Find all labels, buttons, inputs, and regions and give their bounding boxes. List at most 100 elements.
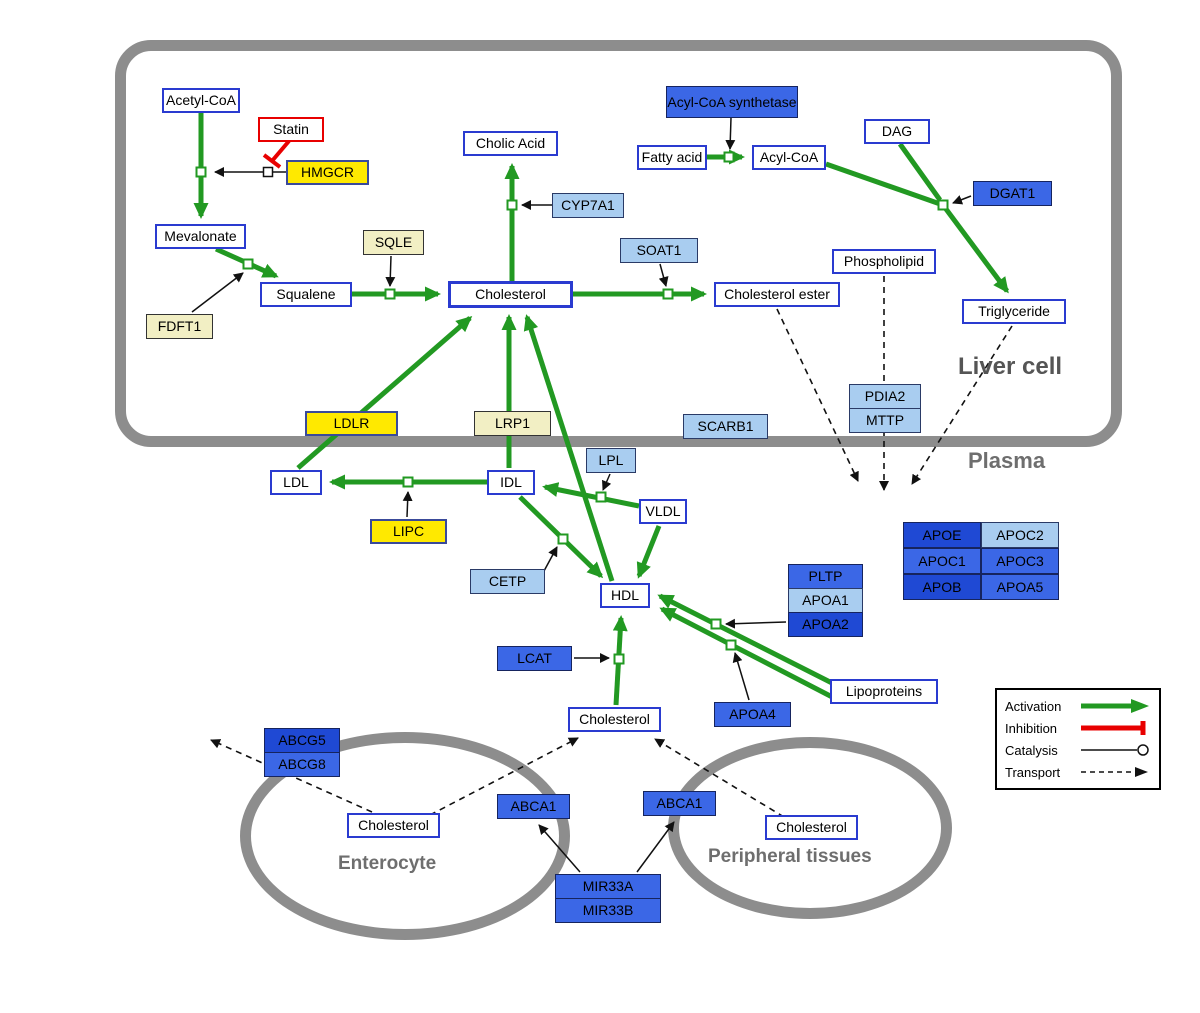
node-cholic-acid[interactable]: Cholic Acid bbox=[463, 131, 558, 156]
legend-transport-label: Transport bbox=[1005, 764, 1061, 780]
node-acyl-coa[interactable]: Acyl-CoA bbox=[752, 145, 826, 170]
node-lipc[interactable]: LIPC bbox=[370, 519, 447, 544]
node-abcg5[interactable]: ABCG5 bbox=[264, 728, 340, 753]
legend-activation-row: Activation bbox=[1005, 696, 1151, 716]
node-hmgcr[interactable]: HMGCR bbox=[286, 160, 369, 185]
node-mttp[interactable]: MTTP bbox=[849, 408, 921, 433]
edge-triglyceride-vldl bbox=[911, 325, 1013, 485]
node-cholesterol-liver[interactable]: Cholesterol bbox=[448, 281, 573, 308]
edge-peripheral-cholesterol-plasma bbox=[654, 738, 785, 818]
node-vldl[interactable]: VLDL bbox=[639, 499, 687, 524]
node-scarb1[interactable]: SCARB1 bbox=[683, 414, 768, 439]
node-fatty-acid[interactable]: Fatty acid bbox=[637, 145, 707, 170]
node-mir33a[interactable]: MIR33A bbox=[555, 874, 661, 899]
legend-inhibition-row: Inhibition bbox=[1005, 718, 1151, 738]
legend-catalysis-label: Catalysis bbox=[1005, 742, 1058, 758]
node-pdia2[interactable]: PDIA2 bbox=[849, 384, 921, 409]
node-sqle[interactable]: SQLE bbox=[363, 230, 424, 255]
node-acetyl-coa[interactable]: Acetyl-CoA bbox=[162, 88, 240, 113]
node-soat1[interactable]: SOAT1 bbox=[620, 238, 698, 263]
node-apoc2[interactable]: APOC2 bbox=[981, 522, 1059, 548]
edge-soat1-catalysis bbox=[658, 263, 669, 287]
node-apoa1[interactable]: APOA1 bbox=[788, 588, 863, 613]
edge-dag-junction bbox=[897, 142, 943, 202]
plasma-label: Plasma bbox=[968, 448, 1046, 473]
node-apoa4[interactable]: APOA4 bbox=[714, 702, 791, 727]
edge-fdft1-catalysis bbox=[191, 272, 244, 313]
legend-catalysis-row: Catalysis bbox=[1005, 740, 1151, 760]
node-abca1-peripheral[interactable]: ABCA1 bbox=[643, 791, 716, 816]
node-apoa2[interactable]: APOA2 bbox=[788, 612, 863, 637]
activation-arrow-icon bbox=[1081, 699, 1149, 713]
node-lcat[interactable]: LCAT bbox=[497, 646, 572, 671]
edge-acylcoasynthetase-catalysis bbox=[725, 117, 736, 150]
edge-lipc-catalysis bbox=[402, 491, 413, 518]
node-apoc3[interactable]: APOC3 bbox=[981, 548, 1059, 574]
inhibition-tbar-icon bbox=[1081, 721, 1146, 735]
node-ldl[interactable]: LDL bbox=[270, 470, 322, 495]
node-cyp7a1[interactable]: CYP7A1 bbox=[552, 193, 624, 218]
liver-cell-label: Liver cell bbox=[958, 353, 1063, 380]
node-apob[interactable]: APOB bbox=[903, 574, 981, 600]
node-acyl-coa-synthetase[interactable]: Acyl-CoA synthetase bbox=[666, 86, 798, 118]
edge-vldl-idl bbox=[542, 482, 640, 509]
node-ldlr[interactable]: LDLR bbox=[305, 411, 398, 436]
node-fdft1[interactable]: FDFT1 bbox=[146, 314, 213, 339]
edge-lipoproteins-hdl-2 bbox=[659, 606, 840, 703]
edge-mir33-abca1-right bbox=[636, 821, 675, 873]
statin-target-anchor bbox=[262, 166, 274, 178]
node-cholesterol-peripheral[interactable]: Cholesterol bbox=[765, 815, 858, 840]
edge-apoa-stack-catalysis bbox=[725, 618, 787, 629]
enterocyte-label: Enterocyte bbox=[338, 853, 437, 874]
catalysis-edges bbox=[191, 117, 972, 873]
legend-activation-label: Activation bbox=[1005, 698, 1062, 714]
node-abcg8[interactable]: ABCG8 bbox=[264, 752, 340, 777]
legend-inhibition-label: Inhibition bbox=[1005, 720, 1058, 736]
edge-dgat1-catalysis bbox=[952, 195, 972, 205]
catalysis-circle-icon bbox=[1081, 744, 1149, 756]
node-squalene[interactable]: Squalene bbox=[260, 282, 352, 307]
edge-vldl-hdl bbox=[636, 525, 662, 579]
catalysis-anchors bbox=[195, 151, 949, 665]
legend-transport-row: Transport bbox=[1005, 762, 1151, 782]
node-idl[interactable]: IDL bbox=[487, 470, 535, 495]
node-lipoproteins[interactable]: Lipoproteins bbox=[830, 679, 938, 704]
node-phospholipid[interactable]: Phospholipid bbox=[832, 249, 936, 274]
edge-cholesterolester-vldl bbox=[776, 308, 859, 482]
edge-junction-triglyceride bbox=[940, 203, 1010, 294]
node-hdl[interactable]: HDL bbox=[600, 583, 650, 608]
legend: Activation Inhibition Catalysis Transpor… bbox=[995, 688, 1161, 790]
node-triglyceride[interactable]: Triglyceride bbox=[962, 299, 1066, 324]
node-lrp1[interactable]: LRP1 bbox=[474, 411, 551, 436]
enterocyte-membrane bbox=[240, 732, 570, 940]
node-abca1-enterocyte[interactable]: ABCA1 bbox=[497, 794, 570, 819]
node-dgat1[interactable]: DGAT1 bbox=[973, 181, 1052, 206]
edge-hdl-cholesterol bbox=[523, 314, 615, 582]
node-statin[interactable]: Statin bbox=[258, 117, 324, 142]
node-cholesterol-plasma[interactable]: Cholesterol bbox=[568, 707, 661, 732]
node-pltp[interactable]: PLTP bbox=[788, 564, 863, 589]
node-mir33b[interactable]: MIR33B bbox=[555, 898, 661, 923]
edge-enterocyte-cholesterol-plasma bbox=[429, 737, 579, 816]
edge-lpl-catalysis bbox=[602, 473, 612, 491]
edge-ldl-cholesterol bbox=[296, 316, 473, 470]
node-apoe[interactable]: APOE bbox=[903, 522, 981, 548]
peripheral-tissues-label: Peripheral tissues bbox=[708, 846, 872, 867]
inhibition-edge bbox=[262, 139, 291, 169]
node-dag[interactable]: DAG bbox=[864, 119, 930, 144]
node-cetp[interactable]: CETP bbox=[470, 569, 545, 594]
edge-cetp-catalysis bbox=[543, 546, 558, 572]
edge-lipoproteins-hdl-1 bbox=[657, 593, 834, 686]
node-cholesterol-ester[interactable]: Cholesterol ester bbox=[714, 282, 840, 307]
node-cholesterol-enterocyte[interactable]: Cholesterol bbox=[347, 813, 440, 838]
activation-edges bbox=[193, 113, 1010, 706]
node-apoc1[interactable]: APOC1 bbox=[903, 548, 981, 574]
node-apoa5[interactable]: APOA5 bbox=[981, 574, 1059, 600]
node-mevalonate[interactable]: Mevalonate bbox=[155, 224, 246, 249]
edge-apoa4-catalysis bbox=[732, 652, 750, 701]
edge-mir33-abca1-left bbox=[538, 824, 581, 873]
liver-cell-membrane bbox=[115, 40, 1122, 447]
node-lpl[interactable]: LPL bbox=[586, 448, 636, 473]
